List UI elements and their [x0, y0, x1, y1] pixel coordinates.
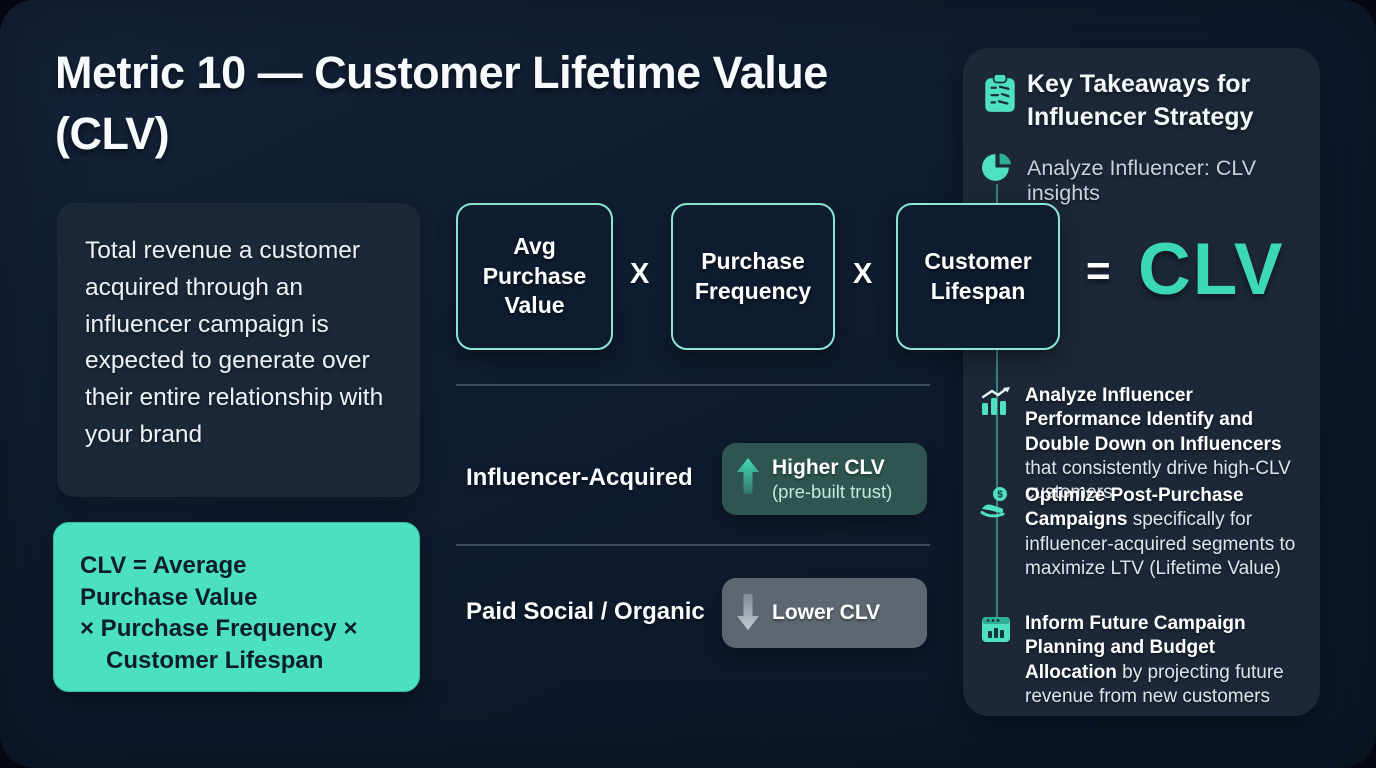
- takeaway-bold-text: Optimize Post-Purchase Campaigns: [1025, 485, 1244, 531]
- takeaways-heading: Key Takeaways for Influencer Strategy: [1027, 70, 1254, 131]
- chart-growth-icon: [980, 386, 1012, 421]
- calendar-chart-icon: [980, 614, 1012, 649]
- svg-text:$: $: [997, 490, 1003, 501]
- divider: [456, 544, 930, 546]
- formula-term-avg-purchase-value: Avg Purchase Value: [456, 203, 613, 350]
- takeaways-subheading: Analyze Influencer: CLV insights: [1027, 156, 1257, 205]
- clv-formula-line: Customer Lifespan: [106, 647, 324, 675]
- lower-clv-badge: Lower CLV: [722, 578, 927, 648]
- formula-term-customer-lifespan: Customer Lifespan: [896, 203, 1060, 350]
- takeaway-bold-text: Inform Future Campaign Planning and Budg…: [1025, 613, 1246, 683]
- pie-chart-icon: [982, 152, 1013, 188]
- takeaway-text: that consistently drive high-CLV custome…: [1025, 457, 1291, 504]
- badge-title: Higher CLV: [772, 455, 885, 479]
- formula-term-label: Purchase Frequency: [694, 248, 812, 304]
- comparison-label-influencer: Influencer-Acquired: [466, 464, 693, 491]
- clv-formula-line: × Purchase Frequency ×: [80, 615, 358, 643]
- higher-clv-badge: Higher CLV (pre-built trust): [722, 443, 927, 515]
- formula-term-label: Customer Lifespan: [924, 248, 1032, 304]
- takeaway-text: specifically for influencer-acquired seg…: [1025, 509, 1296, 579]
- clipboard-icon: [982, 72, 1018, 119]
- arrow-up-icon: [736, 457, 760, 502]
- definition-card: Total revenue a customer acquired throug…: [57, 203, 420, 497]
- badge-subtitle: (pre-built trust): [772, 480, 893, 502]
- equals-operator: =: [1086, 247, 1111, 294]
- formula-term-label: Avg Purchase Value: [482, 233, 587, 319]
- key-takeaways-panel: Key Takeaways for Influencer Strategy An…: [963, 48, 1320, 716]
- clv-formula-line: CLV = Average: [80, 552, 247, 579]
- hand-dollar-icon: $: [980, 486, 1012, 523]
- takeaway-bold-text: Analyze Influencer Performance Identify …: [1025, 385, 1282, 455]
- multiply-operator: X: [853, 258, 873, 290]
- clv-formula-line: Purchase Value: [80, 583, 258, 611]
- clv-formula-card: CLV = Average Purchase Value × Purchase …: [53, 522, 420, 692]
- takeaway-item: Inform Future Campaign Planning and Budg…: [1025, 612, 1311, 709]
- takeaway-item: Analyze Influencer Performance Identify …: [1025, 384, 1311, 506]
- comparison-label-paid-social: Paid Social / Organic: [466, 598, 705, 625]
- page-title: Metric 10 — Customer Lifetime Value (CLV…: [55, 47, 828, 160]
- takeaway-item: Optimize Post-Purchase Campaigns specifi…: [1025, 484, 1311, 581]
- arrow-down-icon: [736, 591, 760, 636]
- clv-result: CLV: [1138, 229, 1285, 310]
- divider: [456, 384, 930, 386]
- formula-term-purchase-frequency: Purchase Frequency: [671, 203, 835, 350]
- takeaway-text: by projecting future revenue from new cu…: [1025, 661, 1284, 707]
- definition-text: Total revenue a customer acquired throug…: [85, 237, 384, 448]
- badge-title: Lower CLV: [772, 600, 881, 624]
- multiply-operator: X: [630, 258, 650, 290]
